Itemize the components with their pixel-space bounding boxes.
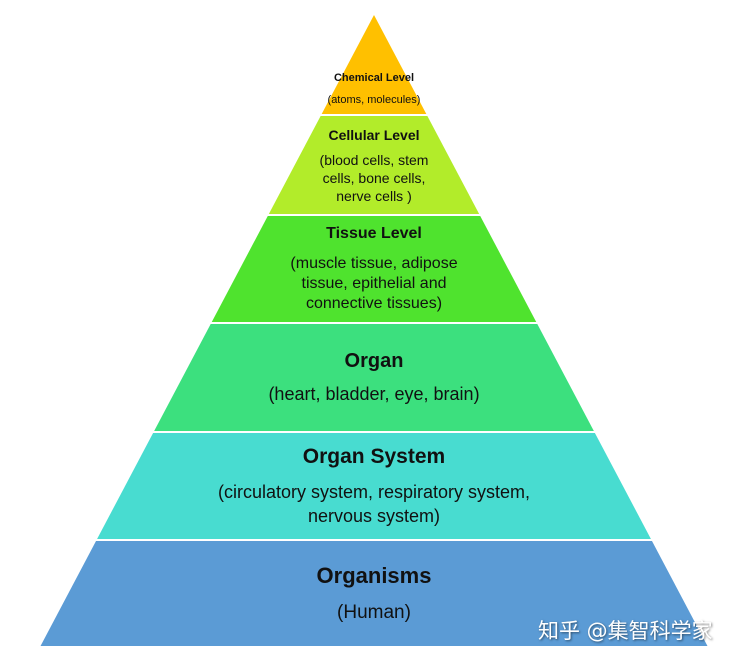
organisms-title: Organisms <box>316 563 432 588</box>
tissue-level-desc-1: (muscle tissue, adipose <box>290 255 458 272</box>
organ-title: Organ <box>344 350 404 372</box>
organ-system-desc-2: nervous system) <box>307 506 441 526</box>
tissue-level-desc-3: connective tissues) <box>305 295 443 312</box>
organ-system-title: Organ System <box>302 445 446 468</box>
chemical-level-desc: (atoms, molecules) <box>327 94 421 106</box>
organ-system-layer <box>97 433 651 539</box>
cellular-level-title: Cellular Level <box>328 127 420 143</box>
tissue-layer <box>211 216 537 322</box>
tissue-level-title: Tissue Level <box>326 225 422 242</box>
cellular-level-desc-2: cells, bone cells, <box>322 170 426 186</box>
organisms-desc: (Human) <box>337 602 411 623</box>
tissue-level-desc-2: tissue, epithelial and <box>301 275 447 292</box>
organ-system-desc-1: (circulatory system, respiratory system, <box>217 482 531 502</box>
chemical-level-title: Chemical Level <box>333 72 415 84</box>
cellular-level-desc-3: nerve cells ) <box>336 188 412 204</box>
cellular-level-desc-1: (blood cells, stem <box>319 152 429 168</box>
cellular-layer <box>268 116 480 214</box>
organ-layer <box>154 324 594 431</box>
organisms-layer <box>40 541 708 646</box>
watermark: 知乎 @集智科学家 <box>538 619 713 643</box>
organ-desc: (heart, bladder, eye, brain) <box>268 384 480 404</box>
chemical-layer <box>321 15 427 114</box>
